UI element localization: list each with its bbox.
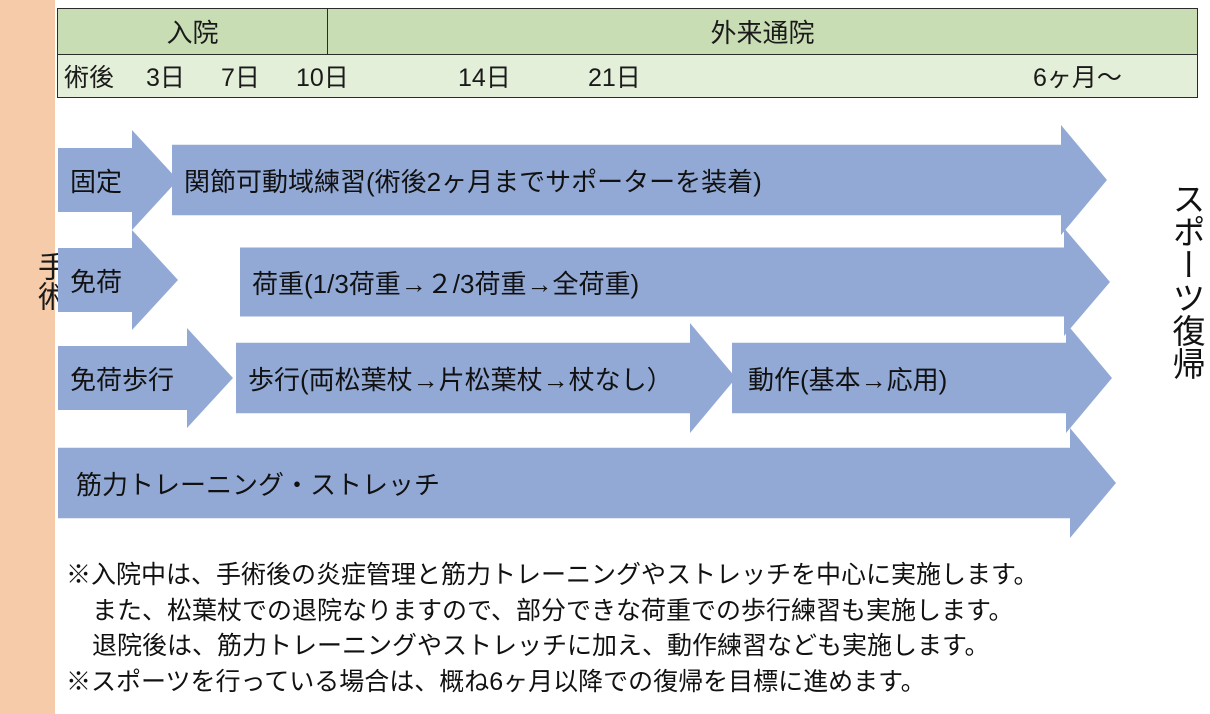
row2-bar-text: 荷重(1/3荷重→２/3荷重→全荷重) (252, 268, 640, 299)
row3-label-text: 免荷歩行 (70, 364, 175, 395)
row3-bar2-text: 動作(基本→応用) (748, 364, 948, 395)
note-line-1: ※入院中は、手術後の炎症管理と筋力トレーニングやストレッチを中心に実施します。 (66, 561, 1039, 589)
notes-block: ※入院中は、手術後の炎症管理と筋力トレーニングやストレッチを中心に実施します。 … (66, 558, 1196, 700)
row1-bar-text: 関節可動域練習(術後2ヶ月までサポーターを装着) (184, 166, 762, 197)
phase-cell-outpatient: 外来通院 (328, 9, 1197, 54)
row4-bar-text: 筋力トレーニング・ストレッチ (76, 469, 441, 500)
time-tick-5: 21日 (588, 64, 641, 92)
row4-bar-arrow: 筋力トレーニング・ストレッチ (58, 428, 1116, 538)
row3-bar2-arrow: 動作(基本→応用) (732, 323, 1112, 433)
phase-cell-inpatient: 入院 (58, 9, 328, 54)
note-line-2: また、松葉杖での退院なりますので、部分できな荷重での歩行練習も実施します。 (92, 596, 1014, 625)
time-tick-0: 術後 (64, 64, 115, 92)
row1-label-text: 固定 (70, 166, 123, 197)
timeline-header-table: 入院 外来通院 術後 3日 7日 10日 14日 21日 6ヶ月〜 (57, 8, 1198, 98)
row2-label-arrow: 免荷 (58, 230, 178, 330)
sports-return-label: スポーツ復帰 (1168, 182, 1205, 380)
time-tick-row: 術後 3日 7日 10日 14日 21日 6ヶ月〜 (58, 55, 1197, 97)
time-tick-3: 10日 (296, 64, 349, 92)
row3-bar1-text: 歩行(両松葉杖→片松葉杖→杖なし） (248, 364, 673, 395)
row3-label-arrow: 免荷歩行 (58, 328, 233, 428)
row3-bar1-arrow: 歩行(両松葉杖→片松葉杖→杖なし） (236, 323, 736, 433)
time-tick-1: 3日 (146, 64, 185, 92)
note-line-3: 退院後は、筋力トレーニングやストレッチに加え、動作練習なども実施します。 (92, 632, 990, 660)
row2-bar-arrow: 荷重(1/3荷重→２/3荷重→全荷重) (240, 228, 1110, 336)
time-tick-4: 14日 (458, 64, 511, 92)
phase-header-row: 入院 外来通院 (58, 9, 1197, 55)
note-line-4: ※スポーツを行っている場合は、概ね6ヶ月以降での復帰を目標に進めます。 (66, 667, 926, 696)
row1-bar-arrow: 関節可動域練習(術後2ヶ月までサポーターを装着) (172, 125, 1107, 235)
time-tick-6: 6ヶ月〜 (1033, 64, 1122, 92)
row1-label-arrow: 固定 (58, 130, 178, 230)
time-tick-2: 7日 (221, 64, 260, 92)
row2-label-text: 免荷 (70, 266, 123, 297)
surgery-band (0, 0, 55, 714)
